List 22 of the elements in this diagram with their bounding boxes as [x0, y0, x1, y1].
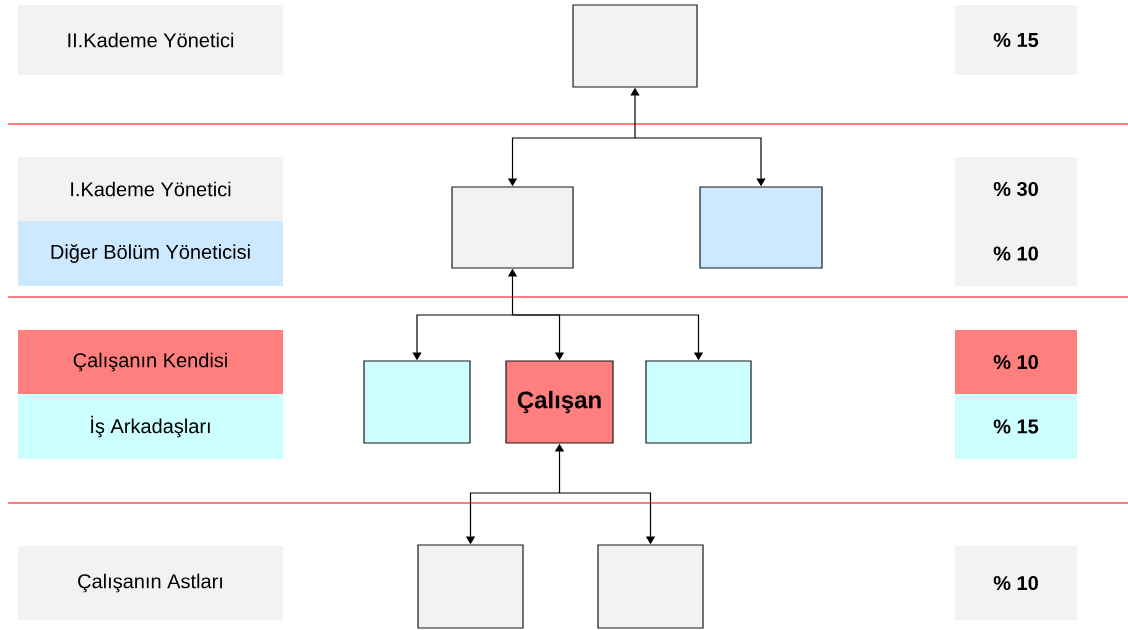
org-chart-box [699, 186, 823, 269]
row-label: İş Arkadaşları [18, 394, 283, 459]
node-label: % 30 [993, 181, 1038, 197]
row-label: Çalışanın Kendisi [18, 330, 283, 394]
percentage-cell: % 10 [955, 330, 1077, 394]
row-label: Diğer Bölüm Yöneticisi [18, 221, 283, 286]
org-chart-box [417, 544, 524, 629]
percentage-cell: % 10 [955, 546, 1077, 620]
percentage-cell: % 15 [955, 394, 1077, 459]
row-label: II.Kademe Yönetici [18, 5, 283, 75]
org-chart-box: Çalışan [505, 360, 614, 444]
org-chart-box [572, 4, 698, 88]
node-label: % 10 [993, 246, 1038, 261]
org-chart-box [645, 360, 752, 444]
org-chart-box [597, 544, 704, 629]
percentage-cell: % 10 [955, 221, 1077, 286]
org-chart-box [363, 360, 471, 444]
row-label: I.Kademe Yönetici [18, 157, 283, 221]
row-label: Çalışanın Astları [18, 546, 283, 620]
percentage-cell: % 15 [955, 5, 1077, 75]
percentage-cell: % 30 [955, 157, 1077, 221]
org-chart-box [451, 186, 574, 269]
